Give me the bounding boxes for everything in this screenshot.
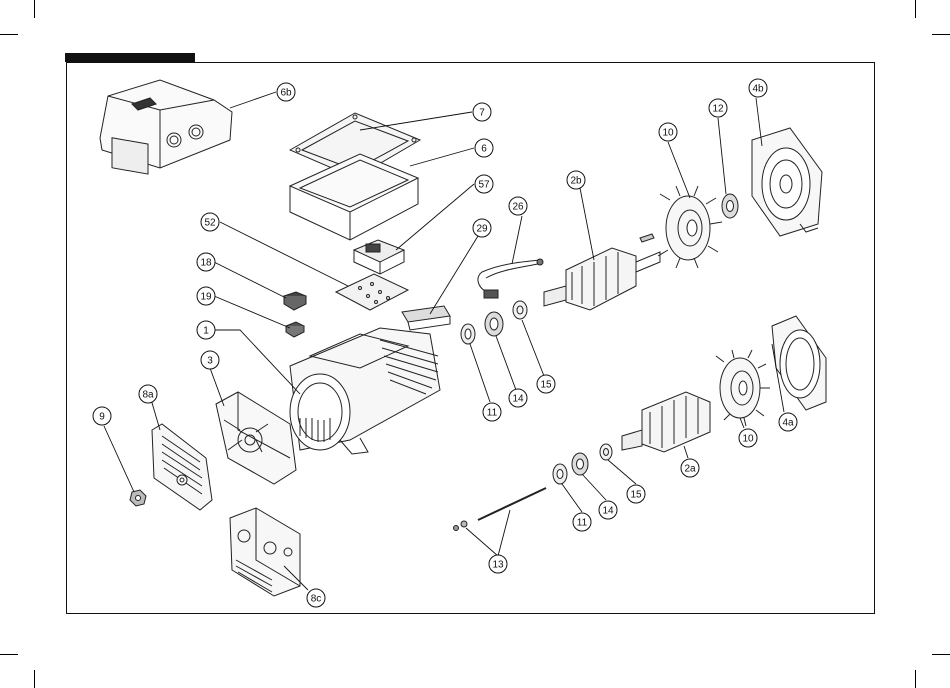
callout-6b: 6b bbox=[277, 83, 295, 101]
callout-26: 26 bbox=[509, 197, 527, 215]
callout-2a: 2a bbox=[681, 459, 699, 477]
callout-10-bottom: 10 bbox=[739, 429, 757, 447]
callout-label: 26 bbox=[512, 202, 524, 213]
callout-label: 15 bbox=[540, 380, 552, 391]
callout-7: 7 bbox=[473, 103, 491, 121]
callout-57: 57 bbox=[475, 175, 493, 193]
callout-label: 18 bbox=[200, 258, 212, 269]
callout-label: 2a bbox=[684, 464, 696, 475]
callout-label: 8c bbox=[311, 594, 322, 605]
callout-label: 29 bbox=[476, 224, 488, 235]
callout-3: 3 bbox=[201, 351, 219, 369]
callout-29: 29 bbox=[473, 219, 491, 237]
callout-label: 14 bbox=[602, 506, 614, 517]
callout-label: 57 bbox=[478, 180, 490, 191]
callout-label: 6 bbox=[481, 144, 487, 155]
callout-label: 4b bbox=[752, 84, 764, 95]
callout-2b: 2b bbox=[567, 171, 585, 189]
callout-label: 10 bbox=[662, 128, 674, 139]
callout-label: 4a bbox=[782, 418, 794, 429]
callout-13: 13 bbox=[489, 555, 507, 573]
callout-4b: 4b bbox=[749, 79, 767, 97]
callout-18: 18 bbox=[197, 253, 215, 271]
callout-label: 6b bbox=[280, 88, 292, 99]
callout-1: 1 bbox=[197, 321, 215, 339]
callout-6: 6 bbox=[475, 139, 493, 157]
callout-9: 9 bbox=[93, 407, 111, 425]
callout-label: 2b bbox=[570, 176, 582, 187]
callout-label: 15 bbox=[630, 490, 642, 501]
callout-52: 52 bbox=[201, 213, 219, 231]
callout-label: 10 bbox=[742, 434, 754, 445]
callout-11-top: 11 bbox=[483, 403, 501, 421]
callout-label: 52 bbox=[204, 218, 216, 229]
callout-label: 19 bbox=[200, 292, 212, 303]
callout-8a: 8a bbox=[139, 385, 157, 403]
callout-4a: 4a bbox=[779, 413, 797, 431]
callout-15-top: 15 bbox=[537, 375, 555, 393]
callout-label: 8a bbox=[142, 390, 154, 401]
callout-10-top: 10 bbox=[659, 123, 677, 141]
callout-label: 7 bbox=[479, 108, 485, 119]
callout-14-top: 14 bbox=[509, 389, 527, 407]
callout-label: 3 bbox=[207, 356, 213, 367]
callout-8c: 8c bbox=[307, 589, 325, 607]
callout-label: 13 bbox=[492, 560, 504, 571]
callout-label: 1 bbox=[203, 326, 209, 337]
callout-label: 9 bbox=[99, 412, 105, 423]
callout-14-bottom: 14 bbox=[599, 501, 617, 519]
callout-19: 19 bbox=[197, 287, 215, 305]
callout-12: 12 bbox=[709, 99, 727, 117]
callout-15-bottom: 15 bbox=[627, 485, 645, 503]
callout-label: 11 bbox=[577, 518, 588, 529]
callout-label: 12 bbox=[712, 104, 724, 115]
callout-11-bottom: 11 bbox=[573, 513, 591, 531]
callout-label: 14 bbox=[512, 394, 524, 405]
callout-label: 11 bbox=[487, 408, 498, 419]
